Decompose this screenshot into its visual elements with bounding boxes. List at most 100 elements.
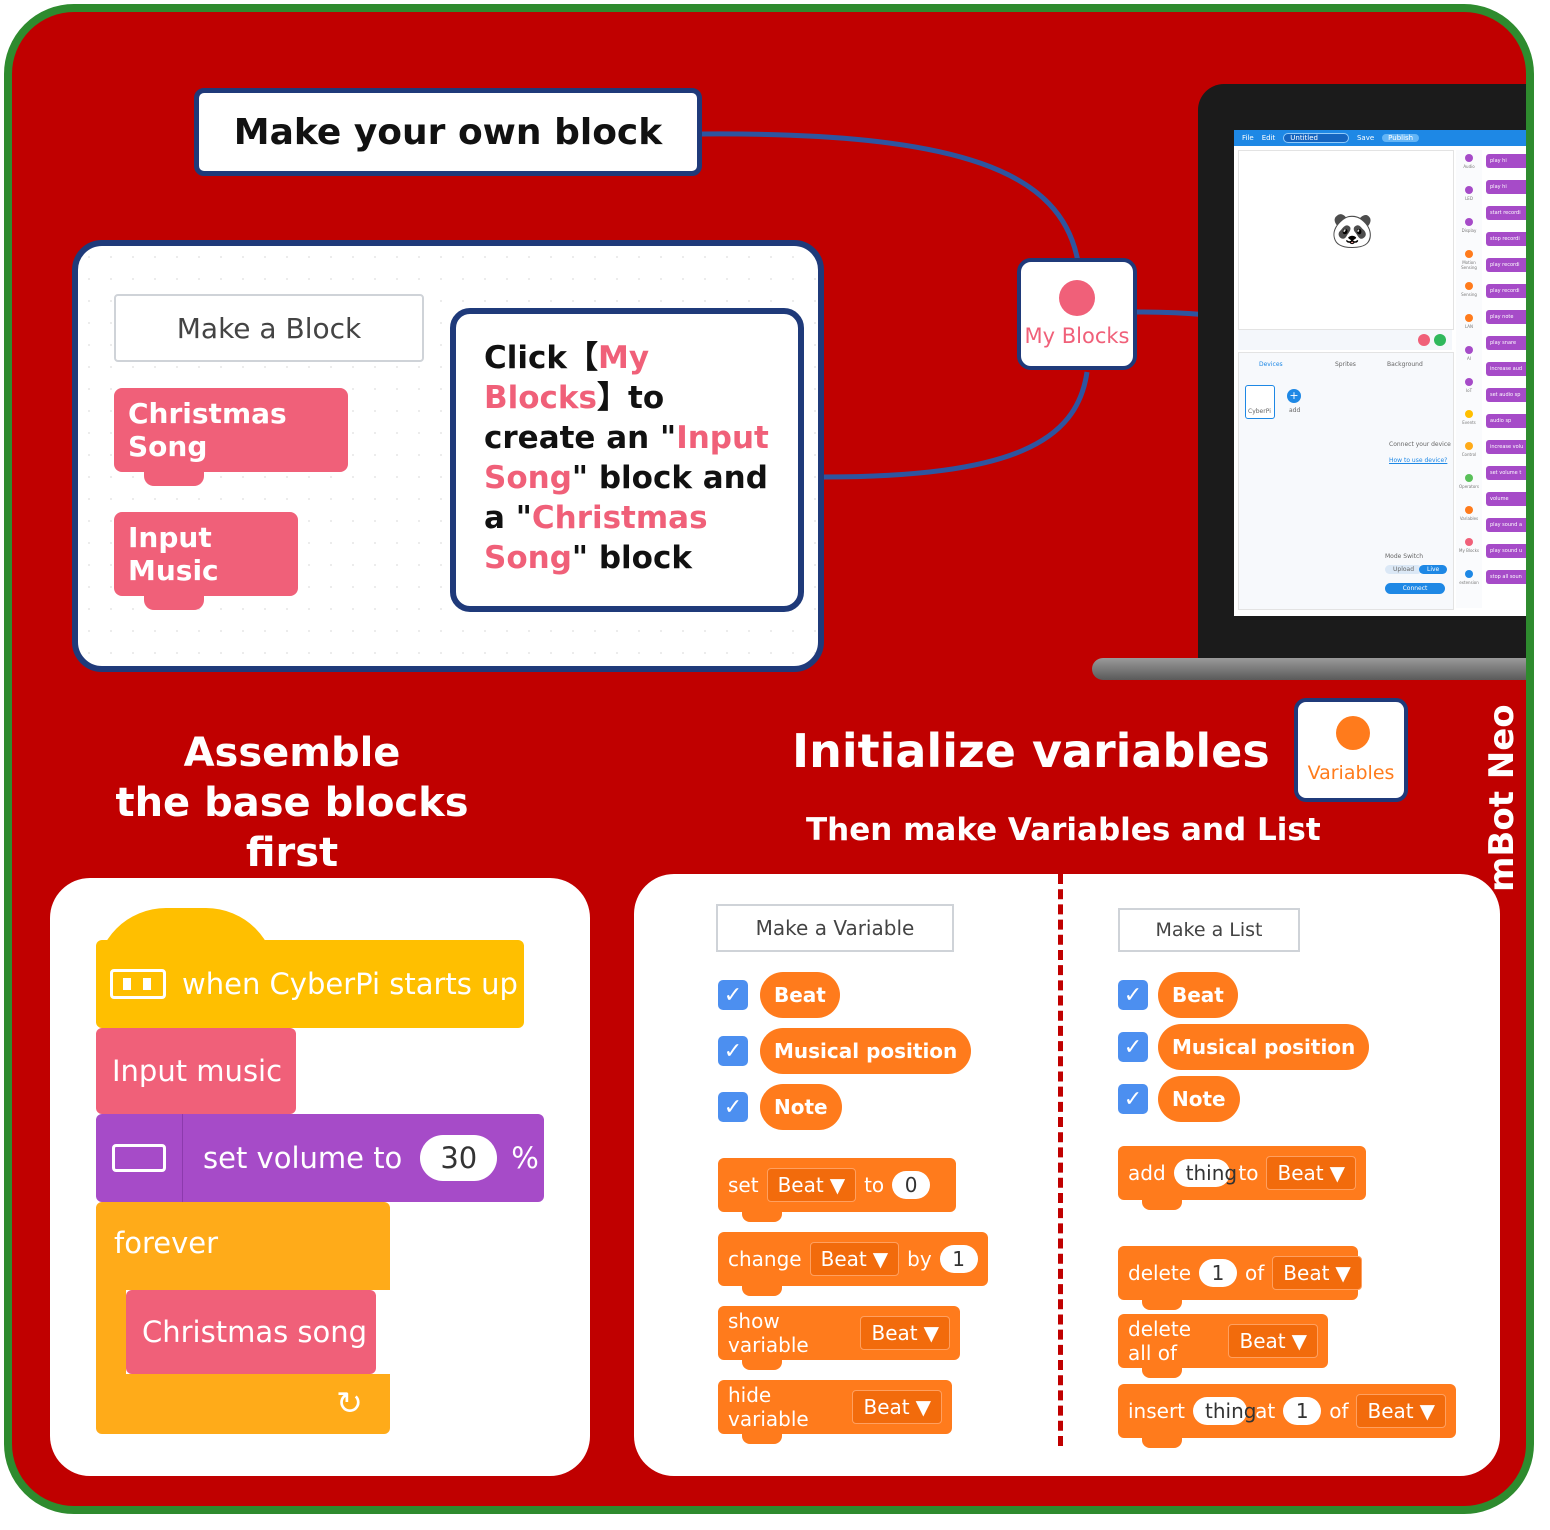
palette-block[interactable]: increase volu — [1486, 440, 1526, 454]
palette-block[interactable]: play snare — [1486, 336, 1526, 350]
palette-block[interactable]: set volume t — [1486, 466, 1526, 480]
checkbox-position-list[interactable]: ✓ — [1118, 1032, 1148, 1062]
value-input[interactable]: 0 — [892, 1171, 931, 1199]
save-button[interactable]: Save — [1356, 134, 1375, 142]
list-beat[interactable]: Beat — [1158, 972, 1238, 1018]
forever-block[interactable]: forever Christmas song ↻ — [96, 1202, 390, 1434]
tab-background[interactable]: Background — [1387, 361, 1423, 368]
palette-block[interactable]: set audio sp — [1486, 388, 1526, 402]
input-music-block[interactable]: Input Music — [114, 512, 298, 610]
variable-dropdown[interactable]: Beat▼ — [809, 1242, 900, 1276]
category-label: Operators — [1459, 484, 1479, 489]
category-label: Events — [1462, 420, 1476, 425]
block-tab — [1142, 1198, 1182, 1210]
hide-variable-block[interactable]: hide variable Beat▼ — [718, 1380, 952, 1444]
publish-button[interactable]: Publish — [1382, 134, 1420, 142]
project-name-field[interactable]: Untitled — [1283, 133, 1349, 143]
insert-list-block[interactable]: insert thing at 1 of Beat▼ — [1118, 1384, 1456, 1448]
list-musical-position[interactable]: Musical position — [1158, 1024, 1370, 1070]
checkbox-note-var[interactable]: ✓ — [718, 1092, 748, 1122]
category-variables[interactable]: Variables — [1456, 506, 1482, 521]
tab-sprites[interactable]: Sprites — [1335, 361, 1356, 368]
variable-dropdown[interactable]: Beat▼ — [860, 1316, 950, 1350]
category-sensing[interactable]: Sensing — [1456, 282, 1482, 297]
checkbox-beat-var[interactable]: ✓ — [718, 980, 748, 1010]
category-led[interactable]: LED — [1456, 186, 1482, 201]
connect-button[interactable]: Connect — [1385, 583, 1445, 594]
palette-block[interactable]: start recordi — [1486, 206, 1526, 220]
christmas-song-call-block[interactable]: Christmas song — [126, 1290, 376, 1374]
index-input[interactable]: 1 — [1199, 1259, 1238, 1287]
palette-block[interactable]: increase aud — [1486, 362, 1526, 376]
volume-input[interactable]: 30 — [420, 1135, 498, 1181]
set-volume-block[interactable]: set volume to 30 % — [96, 1114, 544, 1202]
thing-input[interactable]: thing — [1193, 1397, 1256, 1425]
tab-devices[interactable]: Devices — [1259, 361, 1283, 368]
palette-block[interactable]: play note — [1486, 310, 1526, 324]
category-operators[interactable]: Operators — [1456, 474, 1482, 489]
make-variable-button[interactable]: Make a Variable — [716, 904, 954, 952]
menu-file[interactable]: File — [1242, 134, 1254, 142]
variable-dropdown[interactable]: Beat▼ — [852, 1390, 942, 1424]
stop-icon[interactable] — [1418, 334, 1430, 346]
var-musical-position[interactable]: Musical position — [760, 1028, 972, 1074]
how-to-use-link[interactable]: How to use device? — [1389, 457, 1448, 464]
category-ai[interactable]: AI — [1456, 346, 1482, 361]
palette-block[interactable]: play sound u — [1486, 544, 1526, 558]
variable-dropdown[interactable]: Beat▼ — [766, 1168, 857, 1202]
palette-block[interactable]: play recordi — [1486, 284, 1526, 298]
mode-switch-label: Mode Switch — [1385, 553, 1424, 560]
set-variable-block[interactable]: set Beat▼ to 0 — [718, 1158, 956, 1222]
category-audio[interactable]: Audio — [1456, 154, 1482, 169]
palette-block[interactable]: audio sp — [1486, 414, 1526, 428]
list-dropdown[interactable]: Beat▼ — [1266, 1156, 1356, 1190]
category-my-blocks[interactable]: My Blocks — [1456, 538, 1482, 553]
var-note[interactable]: Note — [760, 1084, 842, 1130]
category-events[interactable]: Events — [1456, 410, 1482, 425]
checkbox-beat-list[interactable]: ✓ — [1118, 980, 1148, 1010]
christmas-song-block[interactable]: Christmas Song — [114, 388, 348, 486]
category-motion-sensing[interactable]: Motion Sensing — [1456, 250, 1482, 270]
palette-block[interactable]: play sound a — [1486, 518, 1526, 532]
go-icon[interactable] — [1434, 334, 1446, 346]
palette-block[interactable]: stop recordi — [1486, 232, 1526, 246]
list-dropdown[interactable]: Beat▼ — [1228, 1324, 1318, 1358]
list-dropdown[interactable]: Beat▼ — [1356, 1394, 1446, 1428]
menu-edit[interactable]: Edit — [1261, 134, 1276, 142]
mode-upload-toggle[interactable]: Upload — [1385, 565, 1423, 574]
category-lan[interactable]: LAN — [1456, 314, 1482, 329]
variables-badge-label: Variables — [1307, 762, 1395, 784]
checkbox-position-var[interactable]: ✓ — [718, 1036, 748, 1066]
show-variable-block[interactable]: show variable Beat▼ — [718, 1306, 960, 1370]
mode-live-toggle[interactable]: Live — [1419, 565, 1448, 574]
category-extension[interactable]: extension — [1456, 570, 1482, 585]
add-device-icon[interactable]: + — [1287, 389, 1301, 403]
index-input[interactable]: 1 — [1283, 1397, 1322, 1425]
checkbox-note-list[interactable]: ✓ — [1118, 1084, 1148, 1114]
hat-block-when-starts[interactable]: when CyberPi starts up — [96, 940, 524, 1028]
palette-block[interactable]: play recordi — [1486, 258, 1526, 272]
make-list-button[interactable]: Make a List — [1118, 908, 1300, 952]
palette-block[interactable]: play hi — [1486, 154, 1526, 168]
var-beat[interactable]: Beat — [760, 972, 840, 1018]
block-tab — [742, 1358, 782, 1370]
thing-input[interactable]: thing — [1173, 1159, 1237, 1187]
category-iot[interactable]: IoT — [1456, 378, 1482, 393]
make-a-block-button[interactable]: Make a Block — [114, 294, 424, 362]
list-dropdown[interactable]: Beat▼ — [1272, 1256, 1362, 1290]
input-music-call-block[interactable]: Input music — [96, 1028, 296, 1114]
category-control[interactable]: Control — [1456, 442, 1482, 457]
change-variable-block[interactable]: change Beat▼ by 1 — [718, 1232, 988, 1296]
delete-from-list-block[interactable]: delete 1 of Beat▼ — [1118, 1246, 1362, 1310]
christmas-song-label: Christmas Song — [128, 397, 287, 463]
category-display[interactable]: Display — [1456, 218, 1482, 233]
palette-block[interactable]: volume — [1486, 492, 1526, 506]
value-input[interactable]: 1 — [939, 1245, 978, 1273]
palette-block[interactable]: play hi — [1486, 180, 1526, 194]
cyberpi-device-tile[interactable]: CyberPi — [1245, 385, 1275, 419]
delete-all-list-block[interactable]: delete all of Beat▼ — [1118, 1314, 1328, 1378]
add-to-list-block[interactable]: add thing to Beat▼ — [1118, 1146, 1366, 1210]
palette-block[interactable]: stop all soun — [1486, 570, 1526, 584]
block-tab — [1142, 1298, 1182, 1310]
list-note[interactable]: Note — [1158, 1076, 1240, 1122]
